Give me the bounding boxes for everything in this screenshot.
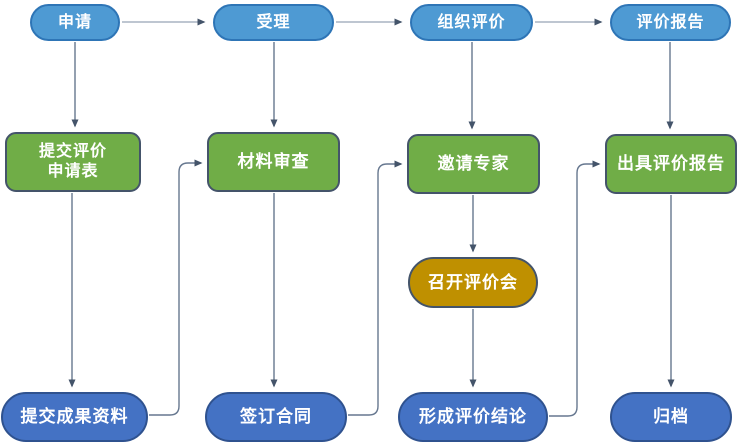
edge-materials-to-review (149, 159, 203, 416)
node-evaluation-report: 评价报告 (610, 4, 731, 41)
node-accept: 受理 (213, 4, 334, 41)
node-submit-application-form: 提交评价 申请表 (5, 132, 141, 192)
node-issue-evaluation-report: 出具评价报告 (605, 134, 737, 194)
node-apply: 申请 (30, 4, 120, 41)
node-organize-evaluation: 组织评价 (410, 4, 533, 41)
node-invite-experts: 邀请专家 (407, 134, 540, 194)
node-form-evaluation-conclusion: 形成评价结论 (398, 392, 548, 442)
edge-conclusion-to-issue (549, 160, 601, 417)
edge-contract-to-invite (348, 160, 403, 416)
node-hold-evaluation-meeting: 召开评价会 (408, 257, 538, 308)
node-archive: 归档 (610, 392, 732, 442)
node-submit-achievement-materials: 提交成果资料 (1, 392, 148, 442)
node-material-review: 材料审查 (207, 132, 340, 192)
node-sign-contract: 签订合同 (205, 392, 347, 442)
